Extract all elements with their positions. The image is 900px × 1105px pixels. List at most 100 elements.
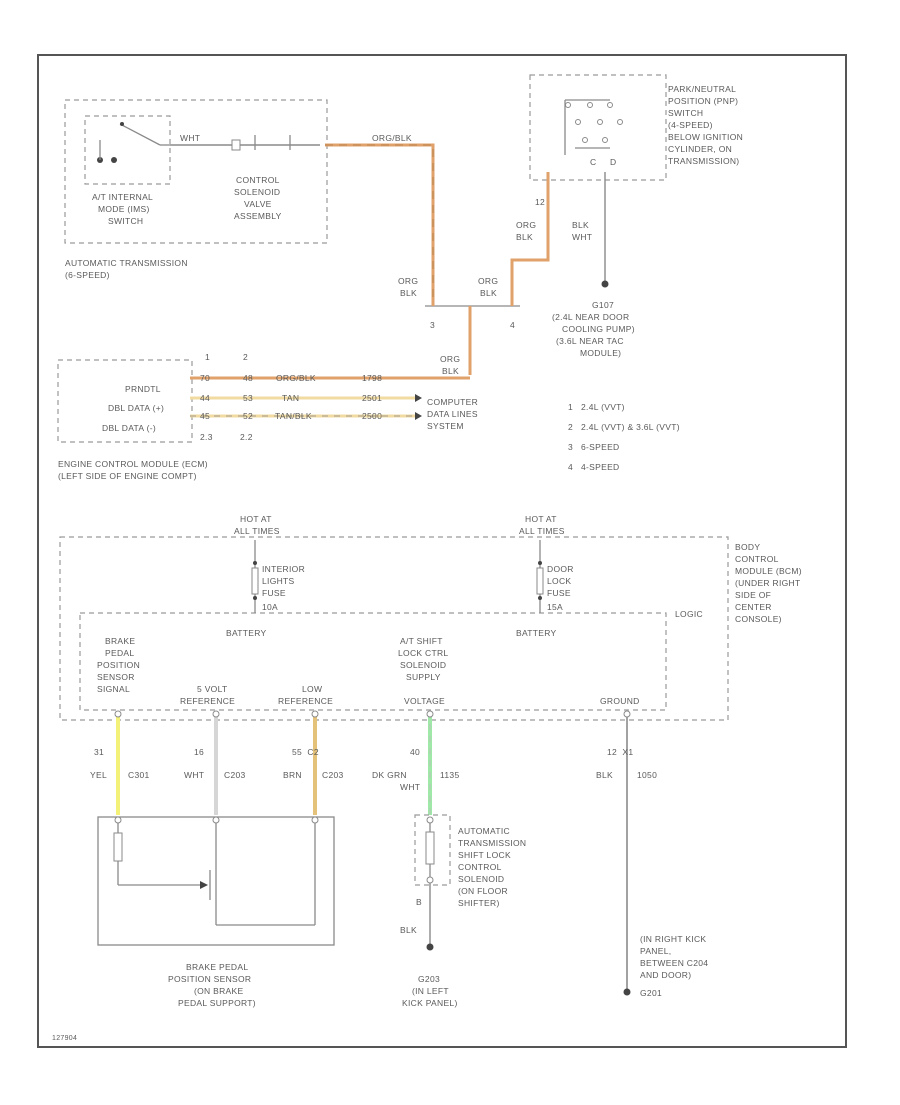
legend-item-1: 1 2.4L (VVT) — [568, 402, 625, 412]
ecm-row3-label: DBL DATA (-) — [102, 423, 156, 433]
solenoid-label-5: SOLENOID — [458, 874, 504, 884]
wire4-circuit: 1135 — [440, 770, 459, 780]
pnp-switch-icon — [564, 99, 623, 155]
pnp-wire-blk2: BLK — [572, 220, 589, 230]
solenoid-label-2: TRANSMISSION — [458, 838, 526, 848]
g201-label-2: PANEL, — [640, 946, 671, 956]
transmission-box — [64, 99, 328, 244]
valve-label-2: SOLENOID — [234, 187, 280, 197]
legend-item-2: 2 2.4L (VVT) & 3.6L (VVT) — [568, 422, 680, 432]
pnp-label-6: CYLINDER, ON — [668, 144, 732, 154]
fuse2-label-1: DOOR — [547, 564, 574, 574]
fuse2-label-2: LOCK — [547, 576, 571, 586]
diagram-frame — [37, 54, 847, 1048]
input-brake-2: PEDAL — [105, 648, 134, 658]
valve-label-4: ASSEMBLY — [234, 211, 282, 221]
wire5-circuit: 1050 — [637, 770, 657, 780]
splice-blk-1: BLK — [400, 288, 417, 298]
fuse-icon-2 — [536, 540, 544, 613]
input-brake-3: POSITION — [97, 660, 140, 670]
g201-label-1: (IN RIGHT KICK — [640, 934, 706, 944]
bcm-outer-box — [59, 536, 729, 721]
input-brake-1: BRAKE — [105, 636, 135, 646]
hot-label-2a: HOT AT — [525, 514, 557, 524]
splice-blk-2: BLK — [480, 288, 497, 298]
pnp-label-1: PARK/NEUTRAL — [668, 84, 736, 94]
pnp-wire-pin: 12 — [535, 197, 545, 207]
ground-g107-icon — [601, 280, 609, 288]
solenoid-label-3: SHIFT LOCK — [458, 850, 511, 860]
wire-label-org-blk: ORG/BLK — [372, 133, 412, 143]
bcm-label-6: CENTER — [735, 602, 772, 612]
input-ground: GROUND — [600, 696, 640, 706]
ecm-splice-blk: BLK — [442, 366, 459, 376]
fuse-icon-1 — [251, 540, 259, 613]
brake-sensor-label-4: PEDAL SUPPORT) — [178, 998, 256, 1008]
ecm-row3-pin2: 52 — [243, 411, 253, 421]
input-shift-2: LOCK CTRL — [398, 648, 448, 658]
bcm-logic: LOGIC — [675, 609, 703, 619]
wire-yel — [114, 710, 122, 815]
mode-switch-label-1: A/T INTERNAL — [92, 192, 153, 202]
wire2-circuit: C203 — [224, 770, 246, 780]
splice-org-1: ORG — [398, 276, 418, 286]
g201-label-4: AND DOOR) — [640, 970, 691, 980]
bcm-label-3: MODULE (BCM) — [735, 566, 802, 576]
wire4-pin: 40 — [410, 747, 420, 757]
input-brake-5: SIGNAL — [97, 684, 130, 694]
ecm-row1-pin1: 70 — [200, 373, 210, 383]
bcm-battery-2: BATTERY — [516, 628, 557, 638]
ecm-pin-top-2: 2 — [243, 352, 248, 362]
solenoid-label-7: SHIFTER) — [458, 898, 500, 908]
splice-num-3: 3 — [430, 320, 435, 330]
ecm-row3-pin1: 45 — [200, 411, 210, 421]
wire3-circuit: C203 — [322, 770, 344, 780]
hot-label-1b: ALL TIMES — [234, 526, 280, 536]
solenoid-wire-blk: BLK — [400, 925, 417, 935]
input-shift-5: VOLTAGE — [404, 696, 445, 706]
data-target-3: SYSTEM — [427, 421, 464, 431]
splice-junction — [425, 302, 520, 375]
mode-switch-label-2: MODE (IMS) — [98, 204, 150, 214]
legend-item-4: 4 4-SPEED — [568, 462, 620, 472]
pnp-box — [529, 74, 667, 181]
mode-switch-label-3: SWITCH — [108, 216, 143, 226]
brake-sensor-label-2: POSITION SENSOR — [168, 974, 251, 984]
ecm-row3-color: TAN/BLK — [275, 411, 312, 421]
input-brake-4: SENSOR — [97, 672, 135, 682]
ecm-pin-bottom-1: 2.3 — [200, 432, 213, 442]
ecm-row2-circuit: 2501 — [362, 393, 382, 403]
g107-label-2: (2.4L NEAR DOOR — [552, 312, 629, 322]
pnp-label-7: TRANSMISSION) — [668, 156, 739, 166]
pnp-pin-c: C — [590, 157, 596, 167]
ecm-row2-label: DBL DATA (+) — [108, 403, 164, 413]
splice-num-4: 4 — [510, 320, 515, 330]
bcm-battery-1: BATTERY — [226, 628, 267, 638]
fuse2-amps: 15A — [547, 602, 563, 612]
ecm-row2-color: TAN — [282, 393, 299, 403]
ecm-label-2: (LEFT SIDE OF ENGINE COMPT) — [58, 471, 197, 481]
brake-sensor-label-1: BRAKE PEDAL — [186, 962, 248, 972]
ecm-row2-pin2: 53 — [243, 393, 253, 403]
ecm-label-1: ENGINE CONTROL MODULE (ECM) — [58, 459, 208, 469]
ecm-row1-circuit: 1798 — [362, 373, 382, 383]
ecm-row3-circuit: 2500 — [362, 411, 382, 421]
g107-label-1: G107 — [592, 300, 614, 310]
pnp-label-2: POSITION (PNP) — [668, 96, 738, 106]
switch-icon — [97, 122, 170, 163]
ecm-row-data-minus — [190, 412, 422, 420]
ecm-row2-pin1: 44 — [200, 393, 210, 403]
pnp-label-5: BELOW IGNITION — [668, 132, 743, 142]
data-target-2: DATA LINES — [427, 409, 478, 419]
wire4-color: DK GRN — [372, 770, 407, 780]
wire-label-wht: WHT — [180, 133, 200, 143]
shift-solenoid-icon — [414, 814, 451, 951]
wire-org-blk-top — [325, 143, 435, 302]
input-5v-2: REFERENCE — [180, 696, 235, 706]
mode-switch-box — [84, 115, 171, 185]
footer-id: 127904 — [52, 1035, 77, 1042]
ecm-splice-org: ORG — [440, 354, 460, 364]
wire1-pin: 31 — [94, 747, 104, 757]
hot-label-1a: HOT AT — [240, 514, 272, 524]
